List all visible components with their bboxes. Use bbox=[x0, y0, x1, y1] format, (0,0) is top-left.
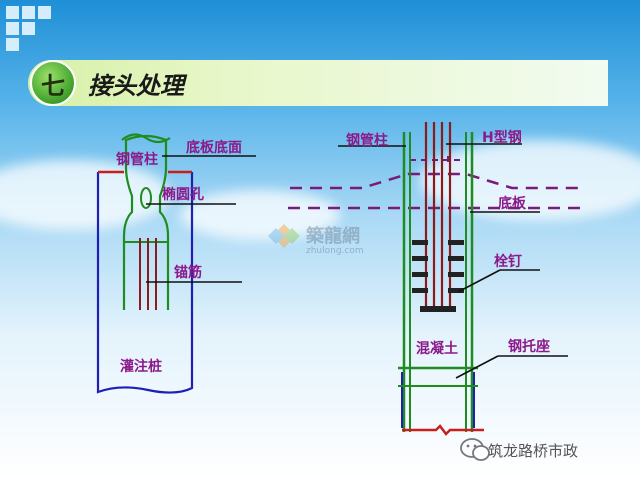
square bbox=[38, 6, 51, 19]
section-title: 接头处理 bbox=[88, 72, 184, 100]
bored-pile-outline bbox=[96, 172, 194, 394]
square bbox=[6, 38, 19, 51]
source-label: 筑龙路桥市政 bbox=[488, 442, 579, 460]
label-h-steel: H型钢 bbox=[482, 130, 522, 146]
square bbox=[6, 6, 19, 19]
h-steel-flange-dashed bbox=[410, 156, 466, 164]
bottom-base-line bbox=[402, 424, 484, 436]
square bbox=[22, 6, 35, 19]
square bbox=[6, 22, 19, 35]
label-base-plate-bottom: 底板底面 bbox=[186, 140, 242, 156]
steel-column-outline bbox=[122, 134, 170, 310]
stud bbox=[412, 288, 428, 293]
wechat-icon bbox=[460, 438, 490, 461]
leader-bracket bbox=[455, 355, 499, 379]
label-anchor-bar: 锚筋 bbox=[174, 265, 202, 281]
stud bbox=[448, 240, 464, 245]
label-stud: 栓钉 bbox=[494, 254, 522, 270]
watermark-url: zhulong.com bbox=[306, 246, 364, 256]
stud bbox=[448, 288, 464, 293]
label-base-plate: 底板 bbox=[498, 196, 526, 212]
section-number: 七 bbox=[41, 71, 65, 100]
label-oval-hole: 椭圆孔 bbox=[162, 187, 204, 203]
stud bbox=[448, 272, 464, 277]
watermark-text: 築龍網 bbox=[306, 226, 360, 247]
section-banner bbox=[28, 60, 608, 106]
oval-hole bbox=[140, 187, 152, 209]
leader-stud bbox=[457, 269, 501, 293]
left-figure bbox=[96, 133, 256, 394]
label-bored-pile: 灌注桩 bbox=[120, 359, 162, 375]
stud bbox=[412, 256, 428, 261]
watermark-logo bbox=[268, 224, 300, 248]
cloud bbox=[420, 140, 640, 220]
section-number-badge: 七 bbox=[30, 60, 76, 106]
label-steel-column-left: 钢管柱 bbox=[116, 152, 158, 168]
cloud bbox=[180, 190, 340, 240]
stud bbox=[412, 240, 428, 245]
base-slab-top-dashed bbox=[290, 172, 584, 190]
label-concrete: 混凝土 bbox=[416, 341, 458, 357]
stud bbox=[448, 256, 464, 261]
label-steel-column-right: 钢管柱 bbox=[346, 133, 388, 149]
stud bbox=[412, 272, 428, 277]
square bbox=[22, 22, 35, 35]
column-top-break bbox=[121, 133, 171, 144]
right-figure bbox=[288, 122, 584, 436]
label-steel-bracket: 钢托座 bbox=[508, 339, 550, 355]
h-steel-end-plate bbox=[420, 306, 456, 312]
